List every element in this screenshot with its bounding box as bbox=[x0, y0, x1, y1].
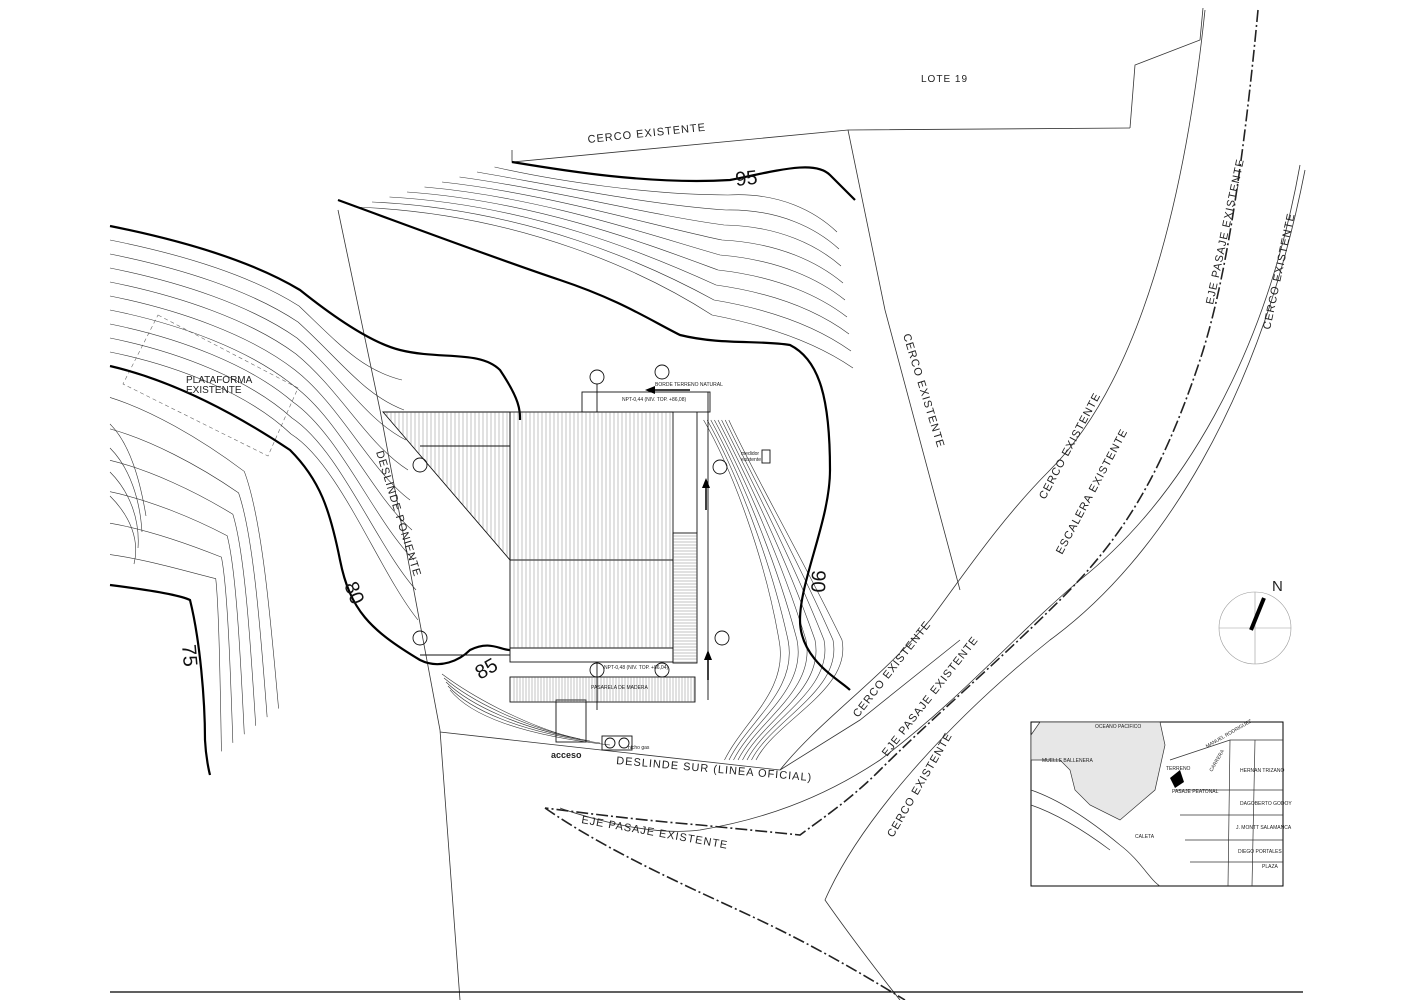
contour-line bbox=[706, 419, 790, 761]
boundaries bbox=[122, 7, 1204, 1000]
contour-line bbox=[109, 323, 415, 561]
contour-line bbox=[109, 253, 405, 411]
map-street-5: DIEGO PORTALES bbox=[1238, 849, 1282, 855]
contour-95: 95 bbox=[734, 167, 758, 191]
contour-line bbox=[109, 459, 257, 726]
road bbox=[544, 9, 1306, 1000]
medidor-label-1: medidor bbox=[741, 451, 759, 457]
contour-line bbox=[109, 295, 411, 501]
contour-lines bbox=[109, 166, 854, 761]
contour-line bbox=[721, 419, 826, 761]
contour-line bbox=[109, 428, 268, 718]
contour-line bbox=[109, 554, 222, 752]
contour-line bbox=[109, 491, 245, 735]
location-map: OCEANO PACIFICO MUELLE BALLENERA CALETA … bbox=[1030, 719, 1292, 887]
contour-line bbox=[443, 677, 581, 740]
map-street-6: PLAZA bbox=[1262, 864, 1279, 870]
contour-line bbox=[724, 419, 835, 761]
deslinde-poniente-label: DESLINDE PONIENTE bbox=[373, 449, 423, 578]
map-pasaje: PASAJE PEATONAL bbox=[1172, 789, 1219, 795]
contour-line bbox=[389, 196, 850, 335]
north-label: N bbox=[1272, 578, 1283, 595]
section-markers bbox=[412, 364, 730, 710]
plataforma-label-1: PLATAFORMA bbox=[186, 375, 253, 386]
index-contours bbox=[109, 160, 856, 776]
contour-line bbox=[447, 685, 601, 744]
pasarela-label: PASARELA DE MADERA bbox=[591, 685, 649, 691]
contour-line bbox=[371, 201, 852, 352]
contour-line bbox=[494, 166, 838, 233]
contour-line bbox=[714, 419, 808, 761]
contour-line bbox=[109, 281, 409, 471]
contour-line bbox=[109, 351, 419, 621]
contour-line bbox=[717, 419, 817, 761]
contour-line bbox=[449, 689, 611, 746]
lote-label: LOTE 19 bbox=[921, 74, 968, 85]
contour-line bbox=[476, 171, 840, 250]
contour-85: 85 bbox=[472, 654, 502, 684]
contour-line bbox=[445, 681, 591, 742]
contour-line bbox=[703, 419, 781, 761]
contour-line bbox=[109, 447, 143, 533]
map-street-3: DAGOBERTO GODOY bbox=[1240, 801, 1292, 807]
contour-line bbox=[710, 419, 799, 761]
plataforma-label-2: EXISTENTE bbox=[186, 385, 242, 396]
contour-line bbox=[109, 309, 413, 531]
deslinde-sur-label: DESLINDE SUR (LINEA OFICIAL) bbox=[616, 755, 813, 784]
contour-80: 80 bbox=[339, 579, 368, 608]
contour-line bbox=[109, 267, 407, 441]
contour-line bbox=[109, 397, 279, 709]
map-caleta: CALETA bbox=[1135, 834, 1155, 840]
cerco-far-right-label: CERCO EXISTENTE bbox=[1261, 212, 1297, 331]
contour-line bbox=[441, 673, 571, 738]
contour-90: 90 bbox=[806, 570, 829, 593]
contour-75: 75 bbox=[177, 644, 201, 668]
contour-line bbox=[109, 471, 139, 549]
contour-line bbox=[109, 239, 403, 381]
medidor-label-2: existente bbox=[741, 457, 761, 463]
contour-line bbox=[406, 191, 848, 318]
cerco-top-label: CERCO EXISTENTE bbox=[587, 122, 707, 146]
nicho-label: nicho gas bbox=[628, 745, 650, 751]
contour-line bbox=[109, 423, 147, 517]
eje-pasaje-right-label: EJE PASAJE EXISTENTE bbox=[1204, 158, 1247, 306]
terreno-label: BORDE TERRENO NATURAL bbox=[655, 382, 723, 388]
map-terreno: TERRENO bbox=[1166, 766, 1191, 772]
npt-top-label: NPT-0,44 (NIV. TOP. +86,08) bbox=[622, 397, 686, 403]
contour-line bbox=[109, 337, 417, 591]
contour-line bbox=[109, 522, 234, 743]
map-street-1: HERNAN TRIZANO bbox=[1240, 768, 1284, 774]
contour-line bbox=[441, 181, 844, 284]
acceso-label: acceso bbox=[551, 750, 582, 760]
north-compass: N bbox=[1218, 578, 1292, 665]
contour-line bbox=[424, 186, 846, 301]
map-street-4: J. MONTT SALAMANCA bbox=[1236, 825, 1292, 831]
contour-line bbox=[354, 206, 854, 369]
map-oceano: OCEANO PACIFICO bbox=[1095, 724, 1141, 730]
contour-line bbox=[459, 176, 842, 267]
eje-pasaje-road-label: EJE PASAJE EXISTENTE bbox=[880, 634, 981, 759]
house-plan bbox=[382, 364, 771, 751]
contour-line bbox=[728, 419, 844, 761]
contour-line bbox=[109, 495, 136, 565]
npt-bottom-label: NPT-0,48 (NIV. TOP. +86,04) bbox=[604, 665, 668, 671]
map-muelle: MUELLE BALLENERA bbox=[1042, 758, 1094, 764]
eje-pasaje-bottom-label: EJE PASAJE EXISTENTE bbox=[580, 814, 729, 852]
